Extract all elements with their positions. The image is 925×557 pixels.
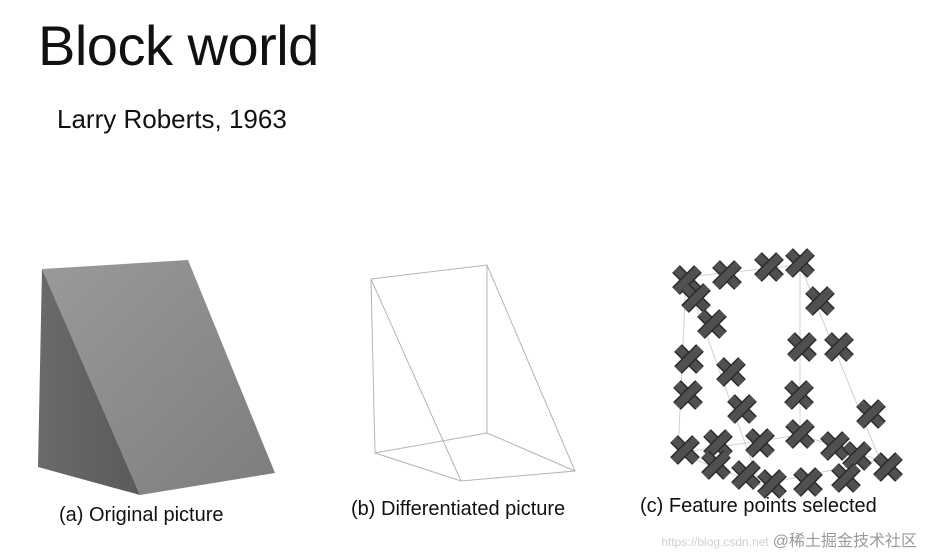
x-mark-icon [754, 252, 784, 282]
x-mark-icon [703, 429, 733, 459]
x-mark-icon [712, 260, 742, 290]
feature-points-picture [670, 248, 903, 499]
x-mark-icon [716, 357, 746, 387]
x-mark-icon [672, 265, 702, 295]
x-mark-icon [673, 380, 703, 410]
caption-feature-points: (c) Feature points selected [640, 495, 877, 517]
x-mark-icon [793, 467, 823, 497]
x-mark-icon [681, 283, 711, 313]
watermark-url: https://blog.csdn.net [661, 535, 769, 549]
x-mark-icon [784, 380, 814, 410]
x-mark-icon [856, 399, 886, 429]
x-mark-icon [873, 452, 903, 482]
x-mark-icon [745, 428, 775, 458]
x-mark-icon [674, 344, 704, 374]
slide-subtitle: Larry Roberts, 1963 [57, 104, 287, 134]
x-mark-icon [831, 463, 861, 493]
caption-differentiated-picture: (b) Differentiated picture [351, 498, 566, 520]
x-mark-icon [785, 419, 815, 449]
differentiated-picture-lines [370, 264, 576, 482]
x-mark-icon [670, 435, 700, 465]
x-mark-icon [820, 431, 850, 461]
x-mark-icon [787, 332, 817, 362]
x-mark-icon [701, 450, 731, 480]
x-mark-icon [697, 309, 727, 339]
slide-title: Block world [38, 14, 319, 77]
x-mark-icon [727, 394, 757, 424]
watermark: https://blog.csdn.net@稀土掘金技术社区 [661, 527, 917, 551]
wedge-side-face [38, 269, 140, 495]
x-mark-icon [757, 469, 787, 499]
watermark-text: @稀土掘金技术社区 [772, 533, 917, 550]
x-mark-icon [842, 441, 872, 471]
wedge-slope-face [42, 260, 275, 495]
caption-original-picture: (a) Original picture [59, 504, 224, 526]
x-mark-icon [785, 248, 815, 278]
x-mark-icon [731, 460, 761, 490]
x-mark-icon [805, 286, 835, 316]
x-mark-icon [824, 332, 854, 362]
original-picture-wedge [38, 260, 275, 495]
